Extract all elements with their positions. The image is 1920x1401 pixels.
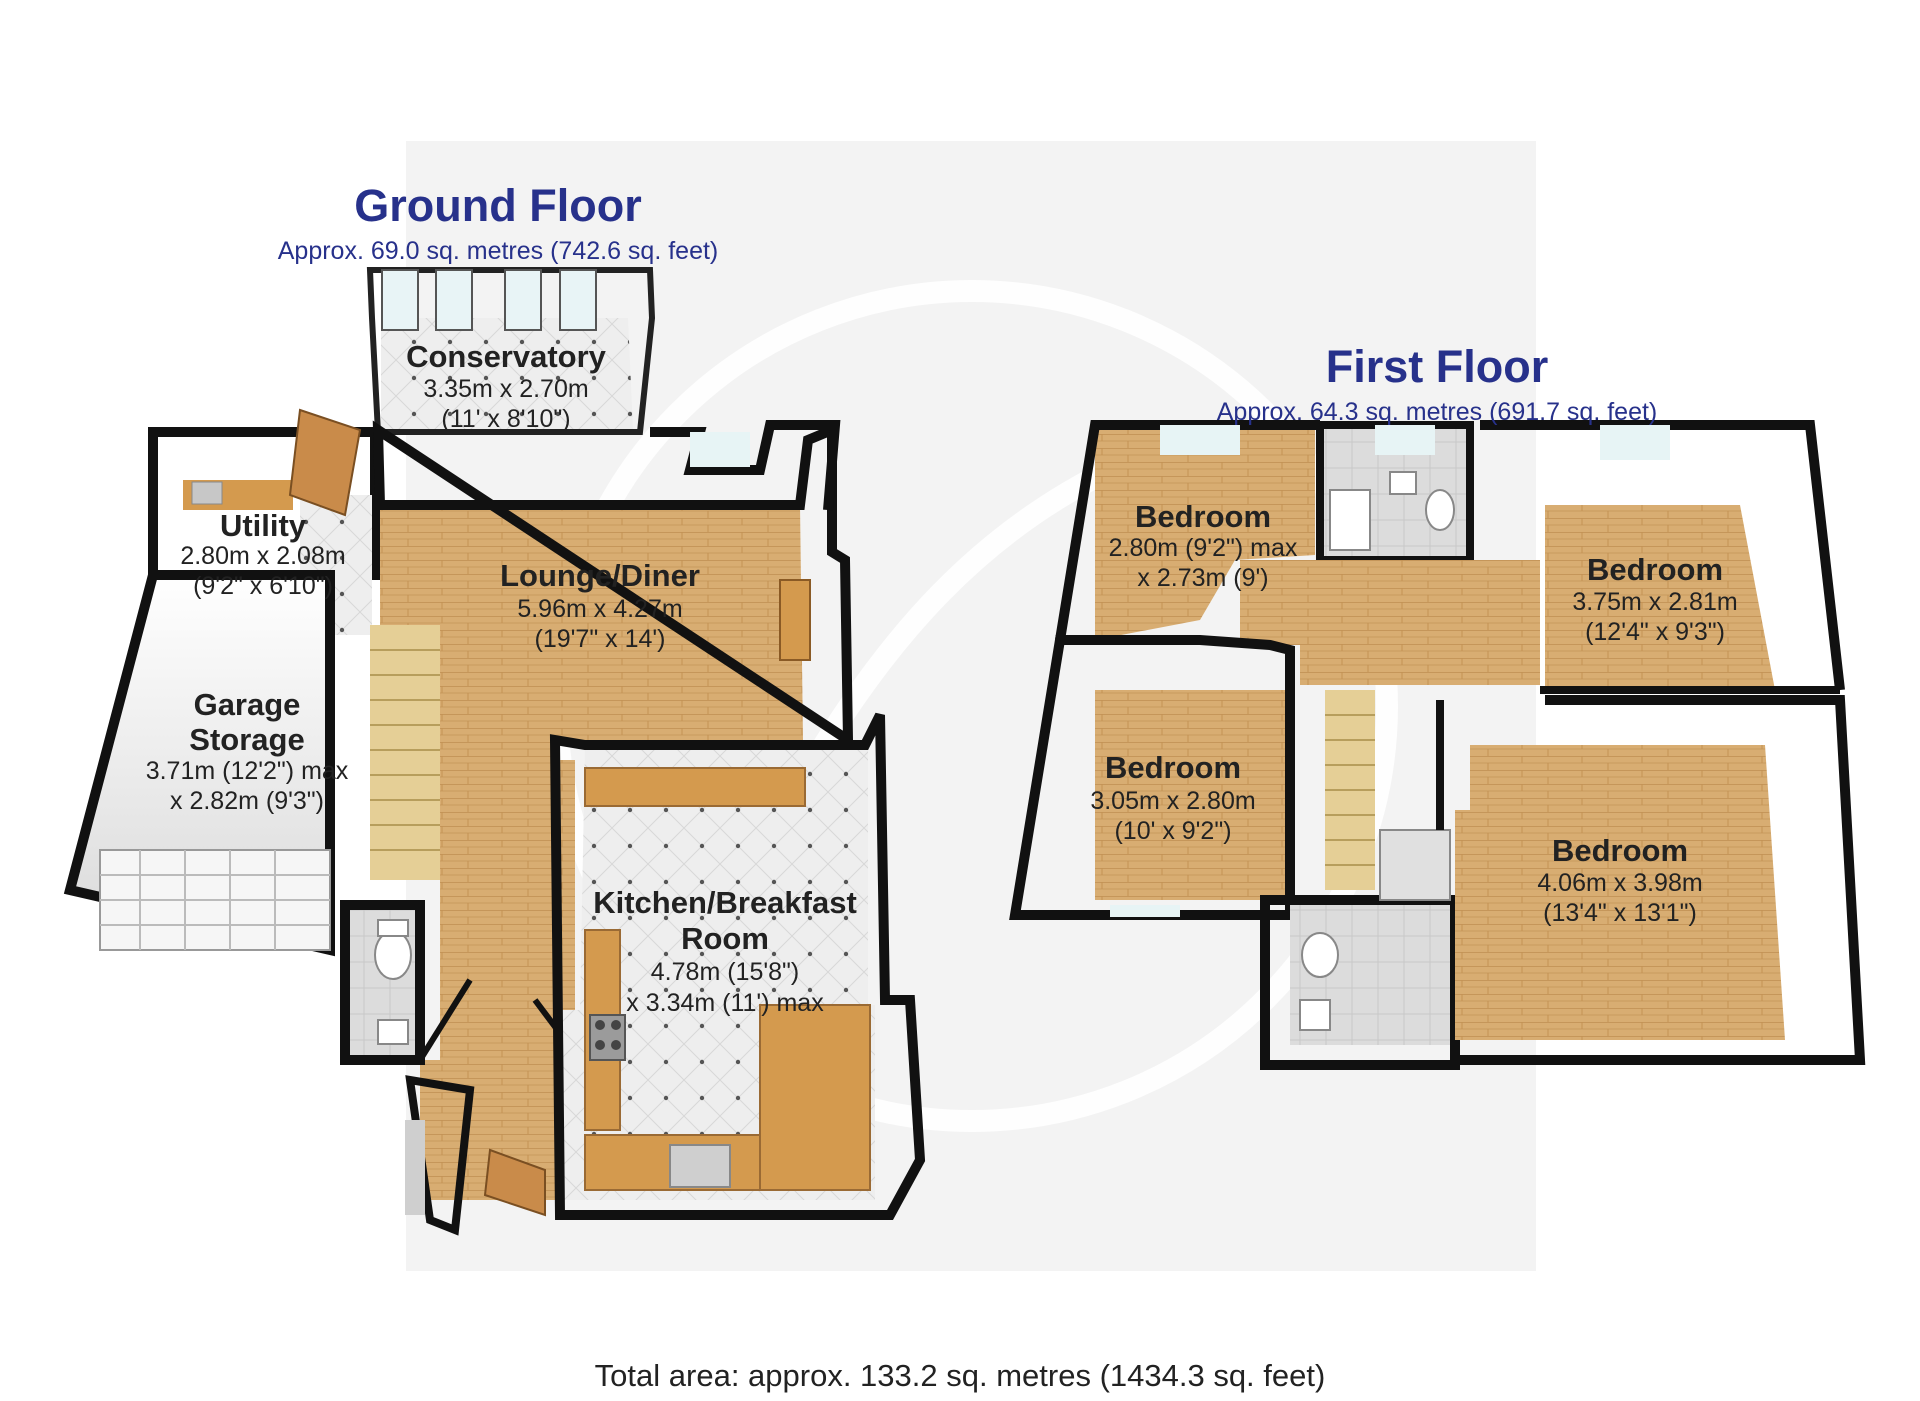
ground-floor-wc [340,900,425,1065]
room-dim-bedroom-middle-left-imperial: (10' x 9'2") [1114,817,1232,845]
first-floor-plan [1009,420,1866,1070]
room-dim-bedroom-top-right-metric: 3.75m x 2.81m [1572,588,1738,616]
room-dim-garage-storage-length: 3.71m (12'2") max [145,757,349,785]
room-name-conservatory: Conservatory [406,339,606,374]
room-dim-utility-metric: 2.80m x 2.08m [180,542,346,570]
room-name-bedroom-top-right: Bedroom [1586,552,1724,587]
bedroom-middle-left [1009,635,1295,920]
kitchen-breakfast-room [549,712,926,1220]
room-name-bedroom-middle-left: Bedroom [1104,750,1242,785]
ground-floor-area: Approx. 69.0 sq. metres (742.6 sq. feet) [277,237,719,265]
room-dim-bedroom-bottom-right-imperial: (13'4" x 13'1") [1543,899,1697,927]
room-dim-lounge-diner-metric: 5.96m x 4.27m [517,595,683,623]
bedroom-bottom-right [1436,695,1866,1065]
garage-storage [63,570,335,957]
room-name-kitchen-room: Room [681,921,769,956]
room-dim-bedroom-bottom-right-metric: 4.06m x 3.98m [1537,869,1703,897]
landing [1240,560,1540,685]
room-dim-garage-storage-width: x 2.82m (9'3") [170,787,324,815]
first-floor-stairs [1325,690,1375,890]
garage-door [99,849,331,951]
room-dim-conservatory-imperial: (11' x 8'10") [441,405,571,433]
hallway [405,760,583,1236]
ground-floor-title: Ground Floor [354,180,642,231]
room-dim-conservatory-metric: 3.35m x 2.70m [423,375,589,403]
bedroom-top-left [1055,420,1320,641]
conservatory [366,267,656,435]
room-dim-lounge-diner-imperial: (19'7" x 14') [534,625,666,653]
total-area: Total area: approx. 133.2 sq. metres (14… [594,1358,1326,1393]
ground-floor-plan [63,267,926,1236]
room-name-bedroom-top-left: Bedroom [1134,499,1272,534]
lounge-diner [372,420,854,760]
room-dim-kitchen-length: 4.78m (15'8") [650,958,800,986]
room-dim-utility-imperial: (9'2" x 6'10") [193,572,333,600]
room-name-bedroom-bottom-right: Bedroom [1551,833,1689,868]
bathroom [1316,421,1474,564]
bedroom-top-right [1480,420,1845,694]
ground-floor-stairs [370,625,440,880]
room-name-utility: Utility [219,508,307,543]
room-dim-bedroom-middle-left-metric: 3.05m x 2.80m [1090,787,1256,815]
room-name-lounge-diner: Lounge/Diner [500,558,700,593]
room-dim-kitchen-width: x 3.34m (11') max [626,989,824,1017]
first-floor-area: Approx. 64.3 sq. metres (691.7 sq. feet) [1216,398,1658,426]
room-dim-bedroom-top-left-width: x 2.73m (9') [1137,564,1269,592]
first-floor-shower-room [1260,829,1460,1070]
room-name-kitchen: Kitchen/Breakfast [593,885,857,920]
room-dim-bedroom-top-right-imperial: (12'4" x 9'3") [1585,618,1725,646]
room-name-garage: Garage [193,687,301,722]
room-dim-bedroom-top-left-length: 2.80m (9'2") max [1108,534,1298,562]
first-floor-title: First Floor [1325,341,1549,392]
room-name-storage: Storage [189,722,305,757]
